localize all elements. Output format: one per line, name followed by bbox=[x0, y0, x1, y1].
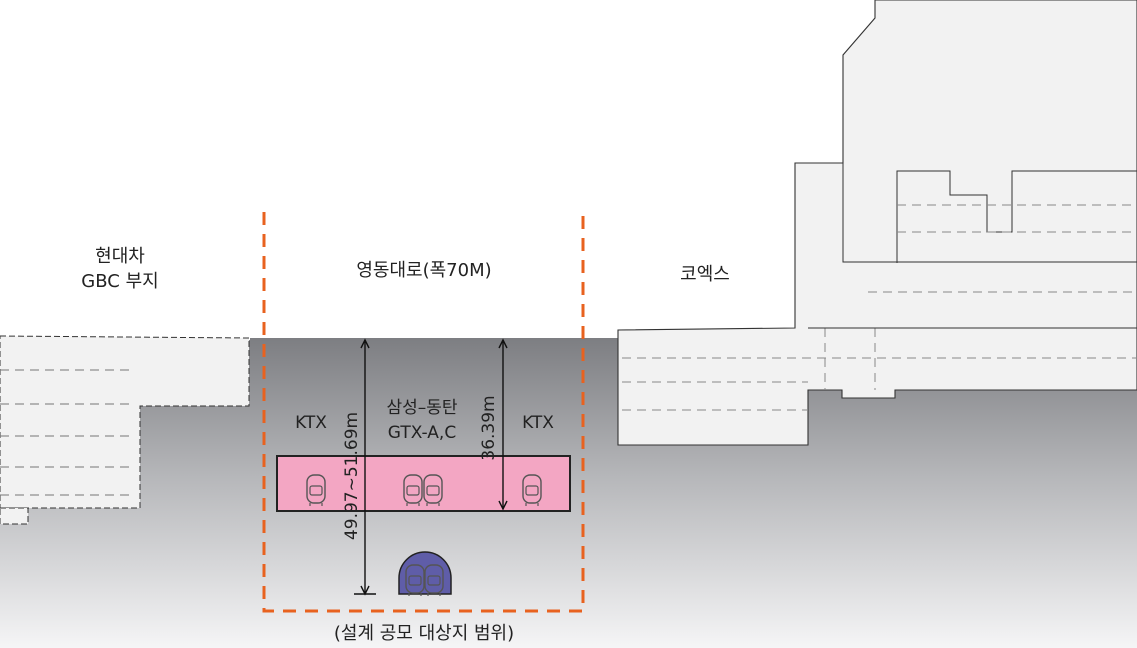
coex-label: 코엑스 bbox=[680, 264, 730, 285]
depth-left-label: 49.97~51.69m bbox=[342, 412, 362, 540]
scope-boundary bbox=[262, 212, 585, 613]
road-label: 영동대로(폭70M) bbox=[356, 260, 491, 281]
ktx-left-label: KTX bbox=[295, 413, 327, 433]
gbc-building bbox=[0, 335, 250, 525]
depth-right-label: 36.39m bbox=[479, 395, 499, 460]
depth-dimension-right bbox=[498, 338, 508, 511]
gbc-label-line1: 현대차 bbox=[95, 246, 145, 267]
samsung-label-line2: GTX-A,C bbox=[388, 423, 456, 443]
ktx-right-label: KTX bbox=[522, 413, 554, 433]
tunnel-icon bbox=[398, 551, 452, 597]
samsung-label-line1: 삼성–동탄 bbox=[386, 398, 457, 418]
coex-building bbox=[617, 0, 1137, 446]
scope-label: (설계 공모 대상지 범위) bbox=[334, 623, 514, 644]
depth-dimension-left bbox=[354, 338, 376, 596]
gbc-label-line2: GBC 부지 bbox=[81, 271, 158, 292]
